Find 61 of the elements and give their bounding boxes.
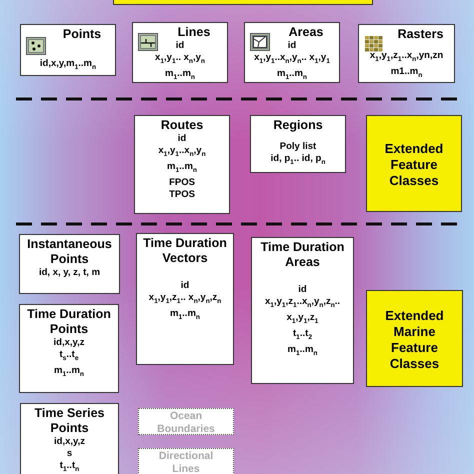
category-label: Extended Feature Classes <box>384 140 444 188</box>
attribute-text: id <box>176 40 184 52</box>
attribute-text: m$_{1}$..m$_{n}$ <box>170 308 200 323</box>
class-box <box>244 22 340 83</box>
category-box <box>366 290 463 387</box>
class-box <box>19 234 120 294</box>
attribute-text: id,x,y,m$_{1}$..m$_{n}$ <box>40 58 96 73</box>
attribute-text: x$_{1}$,y$_{1}$,z$_{1}$..x$_{n}$,yn,zn <box>370 50 444 65</box>
class-title: Time Duration Areas <box>260 240 346 270</box>
attribute-text: TPOS <box>169 188 195 201</box>
class-box <box>358 24 455 83</box>
attribute-text: x$_{1}$,y$_{1}$..x$_{n}$,y$_{n}$ <box>158 145 206 160</box>
category-label: Extended Marine Feature Classes <box>384 308 445 372</box>
attribute-text: x$_{1}$,y$_{1}$,z$_{1}$..x$_{n}$,y$_{n}$,z$_{n}$.. <box>264 296 340 311</box>
attribute-text: id <box>288 40 296 52</box>
class-box <box>20 24 116 76</box>
attribute-text: id <box>298 284 307 296</box>
class-title: Lines <box>176 25 210 40</box>
class-box <box>250 115 346 173</box>
attribute-text: id <box>180 280 190 292</box>
attribute-text: x$_{1}$,y$_{1}$,z$_{1}$ <box>286 312 318 327</box>
attribute-text: m$_{1}$..m$_{n}$ <box>288 344 318 359</box>
class-title: Points <box>62 27 102 42</box>
placeholder-label: Ocean Boundaries <box>156 410 216 436</box>
class-title: Time Duration Vectors <box>142 236 228 266</box>
attribute-text: id, x, y, z, t, m <box>38 267 100 279</box>
attribute-text: id,x,y,z <box>54 436 85 448</box>
attribute-text: t$_{1}$..t$_{n}$ <box>60 460 80 474</box>
class-box <box>132 22 228 83</box>
attribute-text: id,x,y,z <box>54 337 84 349</box>
category-box <box>366 115 462 212</box>
class-title: Routes <box>160 118 204 133</box>
attribute-text: m$_{1}$..m$_{n}$ <box>165 68 195 83</box>
class-title: Rasters <box>396 27 444 42</box>
class-title: Areas <box>288 25 324 40</box>
class-box <box>136 233 234 365</box>
attribute-text: Poly list <box>280 141 316 153</box>
attribute-text: x$_{1}$,y$_{1}$,z$_{1}$.. x$_{n}$,y$_{n}$,z$_{n}$ <box>148 292 222 307</box>
class-title: Time Series Points <box>34 406 106 436</box>
placeholder-box <box>138 408 234 435</box>
placeholder-label: Directional Lines <box>158 450 214 474</box>
attribute-text: m$_{1}$..m$_{n}$ <box>54 364 84 380</box>
placeholder-box <box>138 448 234 474</box>
attribute-text: id <box>178 133 186 145</box>
attribute-text: x$_{1}$,y$_{1}$.. x$_{n}$,y$_{n}$ <box>155 52 205 67</box>
attribute-text: t$_{1}$..t$_{2}$ <box>292 328 312 343</box>
class-box <box>134 115 230 214</box>
attribute-text: m1..m$_{n}$ <box>390 66 422 81</box>
attribute-text: m$_{1}$..m$_{n}$ <box>277 68 307 83</box>
class-box <box>20 403 119 474</box>
attribute-text: FPOS <box>169 176 195 189</box>
class-box <box>19 304 119 393</box>
attribute-text: m$_{1}$..m$_{n}$ <box>167 160 197 176</box>
attribute-text: s <box>66 448 72 460</box>
attribute-text: x$_{1}$,y$_{1}$..x$_{n}$,y$_{n}$.. x$_{1}$,y$_{1}$ <box>254 52 330 67</box>
class-title: Regions <box>273 118 323 133</box>
attribute-text: t$_{s}$..t$_{e}$ <box>59 349 79 364</box>
class-title: Time Duration Points <box>26 307 112 337</box>
attribute-text: id, p$_{1}$.. id, p$_{n}$ <box>270 153 326 168</box>
class-box <box>251 237 354 384</box>
class-title: Instantaneous Points <box>26 237 113 267</box>
